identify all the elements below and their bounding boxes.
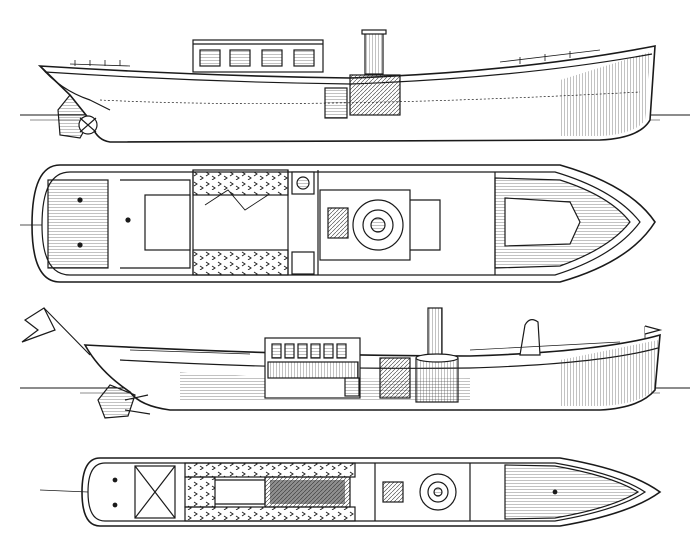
launch-2-side-elevation xyxy=(20,307,690,419)
launch-1-deck-plan xyxy=(20,164,656,283)
launch-1-side-elevation xyxy=(20,29,690,143)
launch-2-deck-plan xyxy=(39,457,662,527)
